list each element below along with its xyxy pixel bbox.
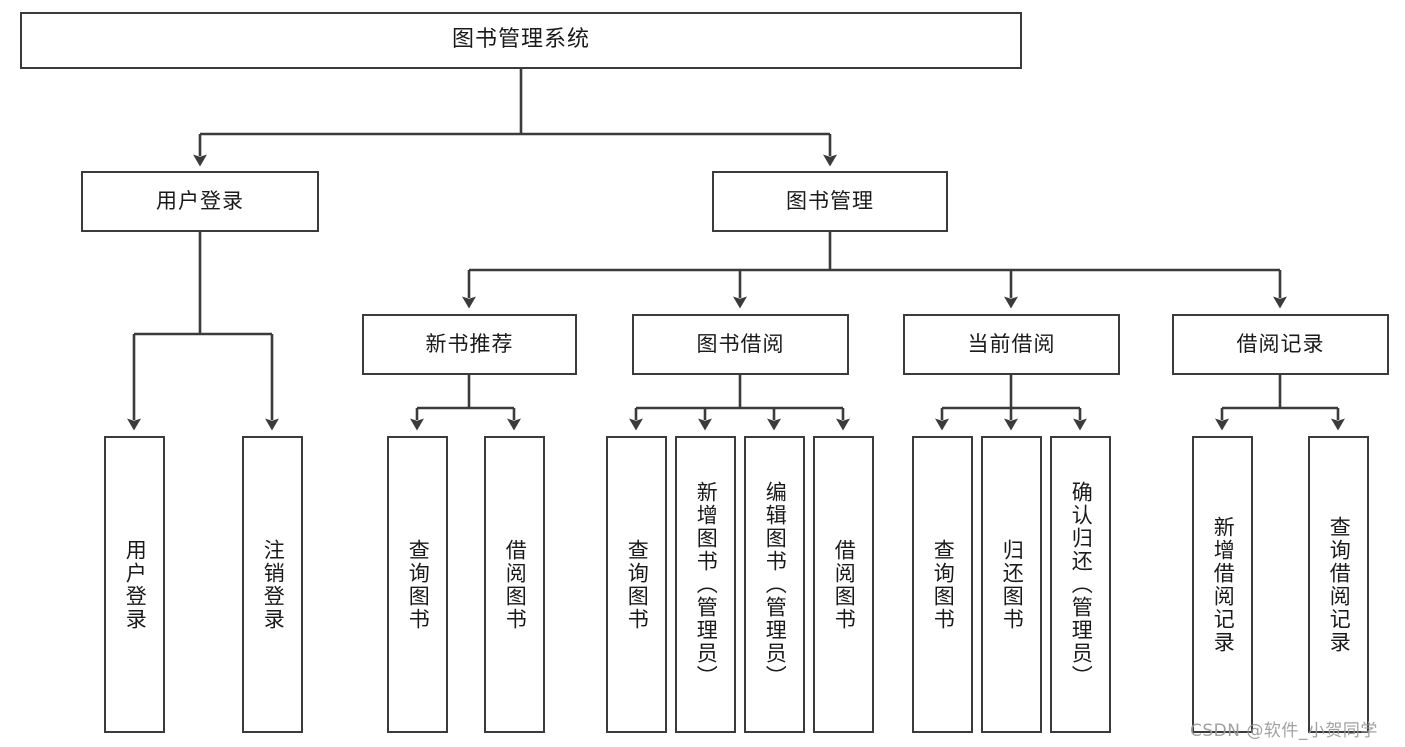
- node-new-book-recommend-label: 新书推荐: [425, 331, 514, 356]
- node-new-book-recommend[interactable]: 新书推荐: [362, 314, 577, 375]
- node-leaf-borrow-book-2-label: 借阅图书: [832, 538, 857, 631]
- node-book-management-label: 图书管理: [786, 188, 874, 213]
- node-root[interactable]: 图书管理系统: [20, 12, 1022, 69]
- node-leaf-user-login-label: 用户登录: [123, 538, 148, 631]
- node-leaf-query-book-3-label: 查询图书: [931, 538, 956, 631]
- node-user-login[interactable]: 用户登录: [81, 171, 319, 232]
- node-book-borrow[interactable]: 图书借阅: [632, 314, 849, 375]
- node-leaf-borrow-book-1[interactable]: 借阅图书: [484, 436, 545, 733]
- node-leaf-query-book-1-label: 查询图书: [406, 538, 431, 631]
- node-user-login-label: 用户登录: [156, 188, 244, 213]
- node-leaf-query-book-1[interactable]: 查询图书: [387, 436, 448, 733]
- node-leaf-query-record-label: 查询借阅记录: [1327, 515, 1352, 654]
- node-leaf-query-book-2-label: 查询图书: [625, 538, 650, 631]
- node-root-label: 图书管理系统: [451, 27, 590, 53]
- node-leaf-user-login[interactable]: 用户登录: [104, 436, 165, 733]
- node-leaf-confirm-return-label: 确认归还（管理员）: [1069, 481, 1094, 688]
- node-leaf-logout-login[interactable]: 注销登录: [242, 436, 303, 733]
- csdn-watermark: CSDN @软件_小贺同学: [1190, 721, 1378, 741]
- node-leaf-add-book-label: 新增图书（管理员）: [694, 481, 719, 688]
- node-leaf-borrow-book-1-label: 借阅图书: [503, 538, 528, 631]
- node-borrow-record-label: 借阅记录: [1236, 331, 1325, 356]
- node-leaf-confirm-return[interactable]: 确认归还（管理员）: [1050, 436, 1111, 733]
- node-leaf-query-book-3[interactable]: 查询图书: [912, 436, 973, 733]
- node-borrow-record[interactable]: 借阅记录: [1172, 314, 1389, 375]
- node-leaf-return-book[interactable]: 归还图书: [981, 436, 1042, 733]
- node-book-borrow-label: 图书借阅: [696, 331, 785, 356]
- node-leaf-add-book[interactable]: 新增图书（管理员）: [675, 436, 736, 733]
- node-leaf-logout-login-label: 注销登录: [261, 538, 286, 631]
- node-current-borrow-label: 当前借阅: [967, 331, 1056, 356]
- node-leaf-return-book-label: 归还图书: [1000, 538, 1025, 631]
- node-leaf-query-record[interactable]: 查询借阅记录: [1308, 436, 1369, 733]
- node-leaf-edit-book[interactable]: 编辑图书（管理员）: [744, 436, 805, 733]
- node-leaf-edit-book-label: 编辑图书（管理员）: [763, 481, 788, 688]
- node-leaf-add-record[interactable]: 新增借阅记录: [1192, 436, 1253, 733]
- node-book-management[interactable]: 图书管理: [712, 171, 948, 232]
- node-leaf-query-book-2[interactable]: 查询图书: [606, 436, 667, 733]
- node-leaf-borrow-book-2[interactable]: 借阅图书: [813, 436, 874, 733]
- node-leaf-add-record-label: 新增借阅记录: [1211, 515, 1236, 654]
- node-current-borrow[interactable]: 当前借阅: [903, 314, 1120, 375]
